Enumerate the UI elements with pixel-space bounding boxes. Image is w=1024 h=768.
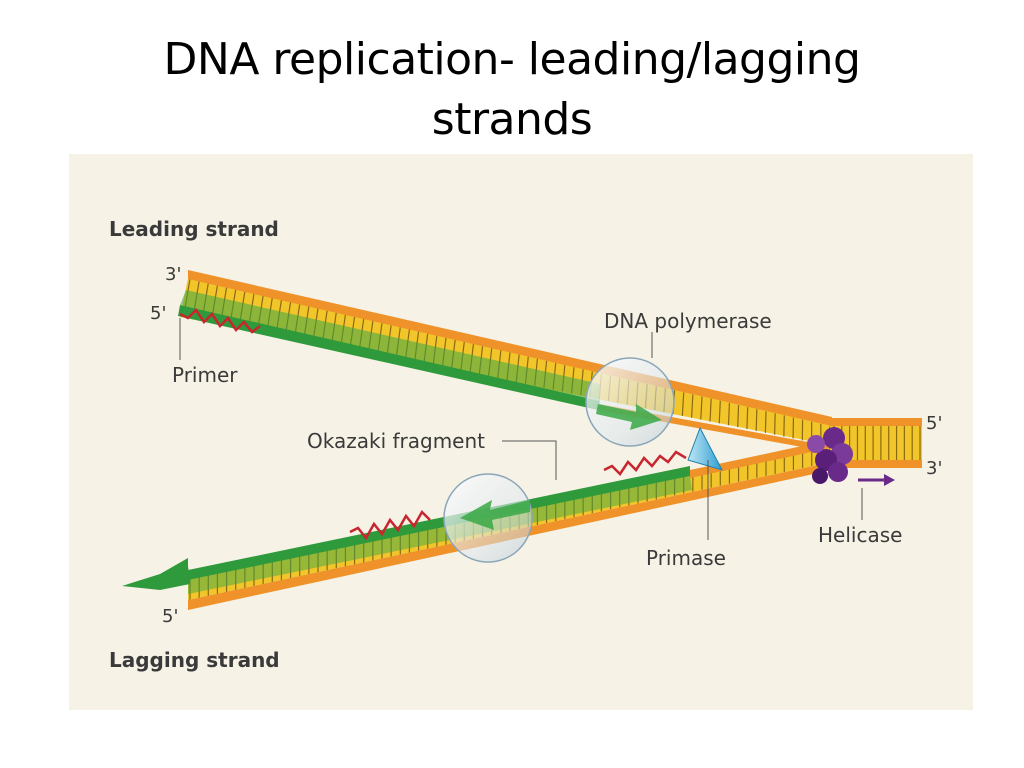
lagging-direction-arrow [122, 558, 190, 590]
rung-line [764, 411, 767, 433]
leading-primer [179, 308, 261, 334]
dna-replication-diagram: Leading strand Lagging strand 3' 5' 5' 5… [109, 217, 942, 672]
slide-title: DNA replication- leading/lagging strands [0, 30, 1024, 150]
rung-line [746, 407, 749, 430]
duplex-bottom-backbone [830, 460, 922, 468]
leading-strand-arm [178, 270, 832, 452]
leading-template-backbone [188, 270, 832, 426]
fork-5-prime-label: 5' [926, 413, 942, 434]
rung-line [709, 398, 712, 422]
leading-3-prime-label: 3' [165, 264, 181, 285]
primer-label: Primer [172, 363, 238, 387]
primase-label: Primase [646, 546, 726, 570]
title-line-1: DNA replication- leading/lagging [163, 34, 861, 85]
dna-polymerase-leading [585, 357, 675, 447]
fork-3-prime-label: 3' [926, 458, 942, 479]
leading-strand-label: Leading strand [109, 217, 279, 241]
duplex-top-backbone [830, 418, 922, 426]
lagging-primer-1 [349, 509, 431, 541]
rung-line [727, 402, 731, 426]
rung-line [755, 409, 758, 431]
okazaki-fragment-label: Okazaki fragment [307, 429, 485, 453]
rung-line [774, 413, 776, 435]
rung-line [690, 394, 694, 418]
rung-line [700, 396, 703, 420]
leading-new-strand [178, 305, 600, 410]
leading-new-bases [180, 290, 600, 401]
leading-5-prime-label: 5' [150, 303, 166, 324]
leading-base-pairs [180, 278, 830, 445]
rung-line [681, 392, 685, 416]
lagging-new-bases [188, 476, 692, 594]
helicase-label: Helicase [818, 523, 902, 547]
primase-shape [687, 426, 723, 471]
lagging-new-strand [188, 466, 690, 580]
dna-polymerase-lagging [443, 473, 533, 563]
dna-replication-figure: Leading strand Lagging strand 3' 5' 5' 5… [69, 154, 973, 710]
dna-polymerase-label: DNA polymerase [604, 309, 772, 333]
helicase [807, 427, 895, 486]
rung-line [737, 404, 740, 428]
lagging-top-backbone-orange [690, 440, 830, 478]
lagging-primer-2 [603, 450, 687, 476]
title-line-2: strands [431, 94, 593, 145]
lagging-strand-label: Lagging strand [109, 648, 280, 672]
rung-line [718, 400, 721, 424]
lagging-5-prime-label: 5' [162, 606, 178, 627]
okazaki-callout-line [502, 440, 557, 480]
